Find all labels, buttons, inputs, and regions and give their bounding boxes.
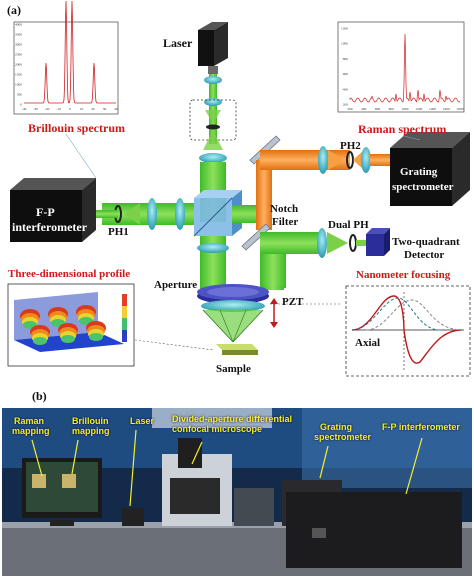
notch-label-line2: Filter (272, 216, 299, 228)
raman-y-tick: 200 (343, 103, 349, 107)
photo-label-brillouin-1: Brillouin (72, 416, 109, 426)
brillouin-x-tick: -40 (22, 107, 27, 111)
sample-stage (216, 344, 258, 355)
dual-pinhole-icon (349, 234, 357, 252)
dual-ph-label: Dual PH (328, 219, 369, 231)
lens-icon (318, 146, 328, 174)
laser-source (198, 22, 228, 74)
lens-icon (204, 76, 222, 84)
brillouin-chart: 40003500300025002000150010005000-40-30-2… (13, 0, 119, 115)
photo-label-raman-2: mapping (12, 426, 50, 436)
detector-label-line2: Detector (404, 249, 445, 261)
objective-lens-icon (201, 300, 265, 312)
brillouin-y-tick: 3500 (15, 33, 22, 37)
raman-y-tick: 800 (343, 57, 349, 61)
brillouin-x-tick: 0 (69, 107, 71, 111)
nanometer-focusing-chart (345, 285, 471, 377)
photo-label-divided-2: confocal microscope (172, 424, 263, 434)
grating-spectrometer-box (390, 132, 470, 206)
raman-title: Raman spectrum (358, 122, 447, 136)
aperture-label: Aperture (154, 279, 198, 291)
ph1-label: PH1 (108, 226, 129, 238)
photo-label-divided-1: Divided-aperture differential (172, 414, 293, 424)
optical-diagram: 40003500300025002000150010005000-40-30-2… (7, 0, 471, 377)
system-photo: Raman mapping Brillouin mapping Laser Di… (2, 408, 472, 576)
notch-filter-icon (241, 223, 271, 251)
brillouin-x-tick: 10 (80, 107, 84, 111)
raman-x-tick: 1400 (429, 107, 436, 111)
photo-label-brillouin-2: mapping (72, 426, 110, 436)
brillouin-y-tick: 0 (20, 103, 22, 107)
raman-x-tick: 1600 (443, 107, 450, 111)
notch-label-line1: Notch (270, 203, 299, 215)
three-d-title: Three-dimensional profile (8, 268, 131, 280)
photo-label-fp: F-P interferometer (382, 422, 460, 432)
fp-interferometer-box (10, 178, 96, 242)
brillouin-y-tick: 500 (17, 93, 23, 97)
brillouin-y-tick: 1500 (15, 73, 22, 77)
panel-a-label: (a) (7, 3, 21, 17)
detector-label-line1: Two-quadrant (392, 236, 460, 248)
brillouin-y-tick: 4000 (15, 23, 22, 27)
photo-label-grating-1: Grating (320, 422, 353, 432)
raman-beam-vertical (256, 160, 272, 230)
brillouin-x-tick: -20 (45, 107, 50, 111)
panel-b-label: (b) (32, 389, 47, 403)
raman-x-tick: 800 (389, 107, 395, 111)
brillouin-title: Brillouin spectrum (28, 121, 126, 135)
raman-x-tick: 200 (347, 107, 353, 111)
lens-icon (361, 147, 371, 173)
raman-x-tick: 1200 (415, 107, 422, 111)
grating-label-line1: Grating (400, 166, 438, 178)
pzt-label: PZT (282, 296, 304, 308)
photo-label-raman-1: Raman (14, 416, 45, 426)
lens-icon (175, 198, 185, 230)
profile-bump (61, 335, 75, 343)
brillouin-y-tick: 2000 (15, 63, 22, 67)
lens-icon (197, 243, 229, 253)
lens-icon (147, 198, 157, 230)
brillouin-spectrum-line (24, 0, 116, 104)
raman-y-tick: 1200 (341, 27, 348, 31)
raman-x-tick: 400 (361, 107, 367, 111)
brillouin-x-tick: 40 (114, 107, 118, 111)
laser-label: Laser (163, 36, 193, 50)
brillouin-y-tick: 1000 (15, 83, 22, 87)
profile-bump (33, 337, 47, 345)
sample-label: Sample (216, 363, 251, 375)
photo-laser (122, 508, 144, 526)
raman-y-tick: 600 (343, 72, 349, 76)
ph2-label: PH2 (340, 140, 361, 152)
lens-icon (204, 98, 222, 106)
lens-icon (199, 153, 227, 163)
brillouin-x-tick: 30 (103, 107, 107, 111)
brillouin-y-tick: 3000 (15, 43, 22, 47)
raman-spectrum-line (349, 33, 461, 103)
brillouin-x-tick: 20 (91, 107, 95, 111)
grating-label-line2: spectrometer (392, 181, 454, 193)
brillouin-x-tick: -30 (33, 107, 38, 111)
fp-label-line1: F-P (36, 205, 55, 219)
raman-x-tick: 1000 (402, 107, 409, 111)
spatial-filter-box (189, 99, 237, 141)
raman-y-tick: 1000 (341, 42, 348, 46)
brillouin-x-tick: -10 (56, 107, 61, 111)
fp-label-line2: interferometer (12, 220, 88, 234)
two-quadrant-detector (366, 228, 390, 256)
raman-x-tick: 600 (375, 107, 381, 111)
lens-icon (317, 228, 327, 258)
three-d-profile-image (7, 283, 135, 367)
photo-label-laser: Laser (130, 416, 155, 426)
profile-bump (89, 333, 103, 341)
photo-label-grating-2: spectrometer (314, 432, 372, 442)
pinhole-icon (206, 124, 220, 130)
nano-title: Nanometer focusing (356, 269, 451, 281)
aperture-disk (197, 284, 269, 304)
laser-beam (209, 74, 217, 144)
brillouin-y-tick: 2500 (15, 53, 22, 57)
raman-x-tick: 1800 (457, 107, 464, 111)
raman-y-tick: 400 (343, 87, 349, 91)
axial-label: Axial (355, 337, 381, 349)
